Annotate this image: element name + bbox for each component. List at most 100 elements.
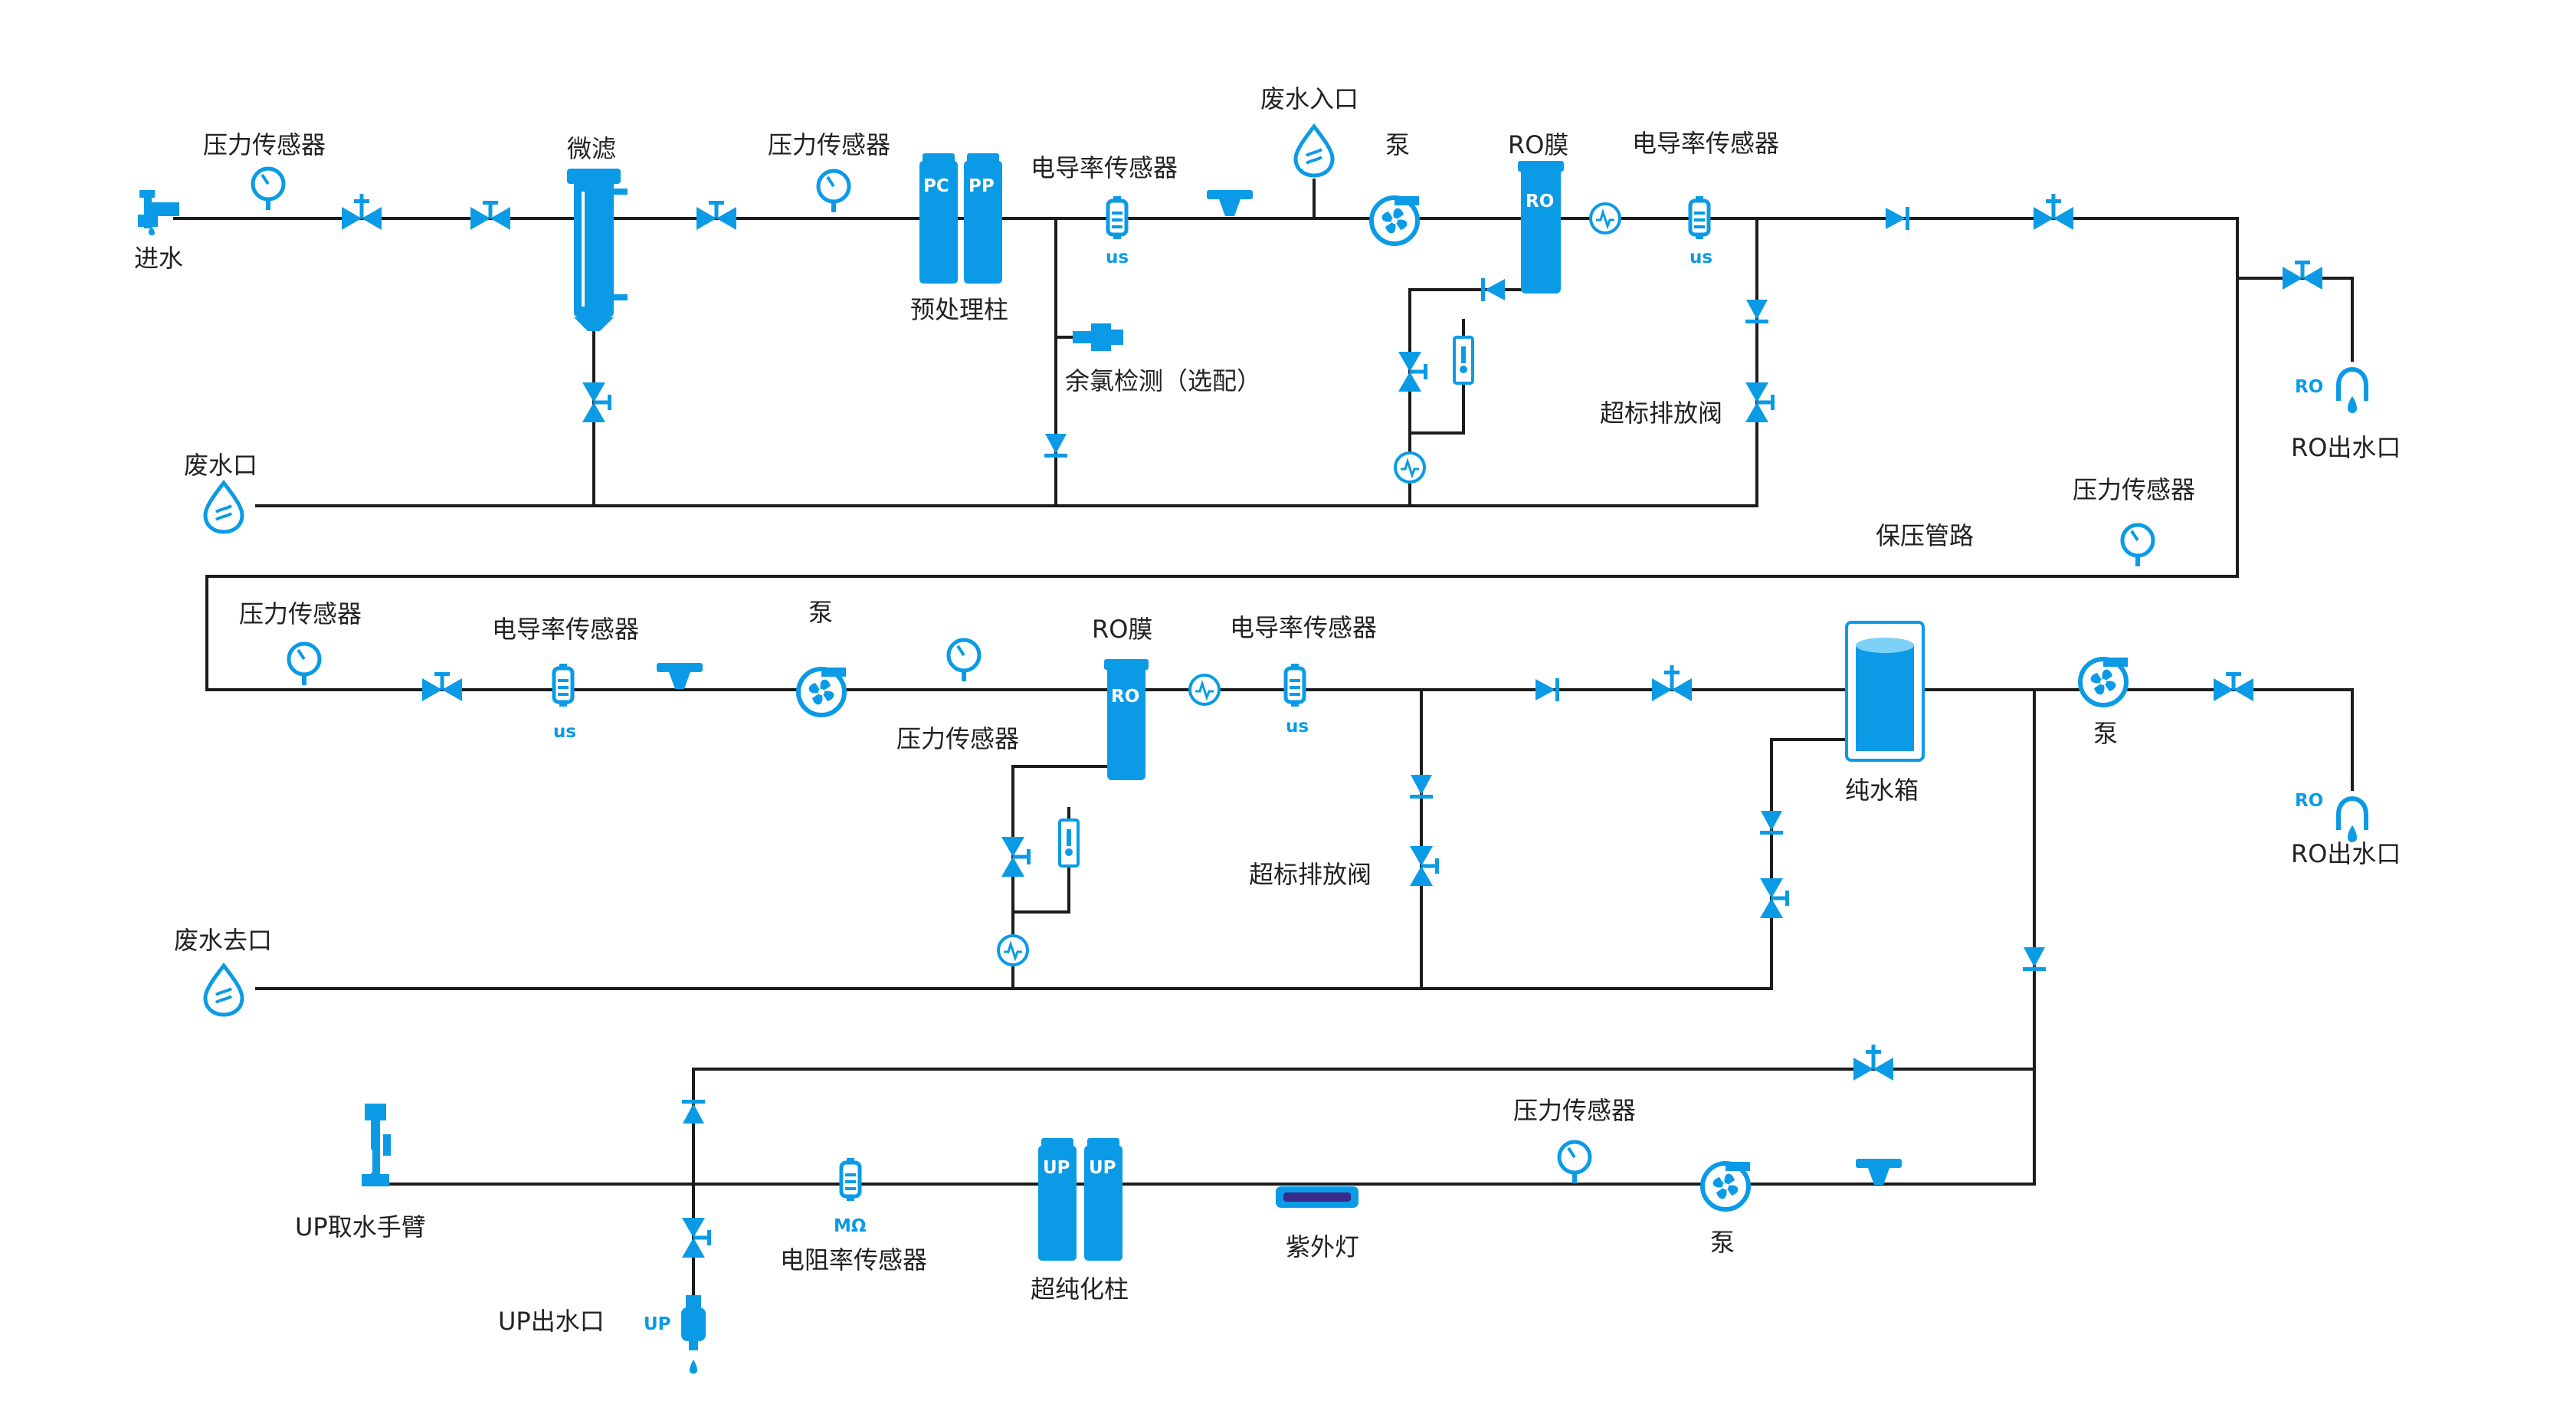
conductivity-sensor-label: 电导率传感器 [492,615,639,644]
solenoid-valve-icon[interactable] [1652,665,1692,701]
conductivity-sensor-label: 电导率传感器 [1031,153,1178,182]
up-arm-label: UP取水手臂 [295,1212,426,1242]
manual-valve-icon[interactable] [2214,672,2253,701]
uv-lamp-label: 紫外灯 [1286,1232,1359,1261]
conductivity-sensor-icon[interactable] [1286,664,1304,707]
pressure-gauge-icon[interactable] [2122,525,2153,566]
pressure-gauge-icon[interactable] [949,640,979,681]
pump-icon[interactable] [1372,196,1419,244]
pressure-gauge-icon[interactable] [818,171,849,212]
check-valve-icon[interactable] [1481,278,1505,301]
pump-icon[interactable] [2080,658,2128,705]
ro-tag: RO [2295,377,2323,397]
pressure-gauge-icon[interactable] [1559,1142,1590,1183]
conductivity-sensor-icon[interactable] [554,664,572,707]
ultrapure-column-icon[interactable]: UP UP [1038,1138,1122,1261]
ro-tag: RO [1526,192,1554,212]
flow-sensor-icon[interactable] [997,934,1029,966]
pipes [173,179,2354,1297]
pump-label: 泵 [2093,719,2118,748]
up-tag: UP [644,1314,671,1334]
pump-icon[interactable] [798,668,846,715]
conductivity-sensor-icon[interactable] [1690,196,1709,239]
check-valve-icon[interactable] [1410,775,1433,799]
solenoid-valve-icon[interactable] [1853,1045,1893,1081]
waste-inlet-label: 废水入口 [1260,84,1358,113]
strainer-icon[interactable] [1207,190,1253,216]
chlorine-detect-label: 余氯检测（选配） [1065,366,1261,395]
ro-membrane-label: RO膜 [1092,615,1152,644]
check-valve-icon[interactable] [1535,678,1559,701]
pressure-gauge-icon[interactable] [289,644,320,685]
rotameter-icon[interactable] [1058,818,1080,868]
microfilter-label: 微滤 [567,134,616,163]
drain-valve-icon[interactable] [582,382,611,422]
chlorine-probe-icon[interactable] [1073,323,1123,351]
us-tag: us [1689,248,1712,267]
up-outlet-label: UP出水口 [498,1307,605,1336]
over-limit-valve-icon[interactable] [1745,382,1775,422]
waste-out-drop-icon [205,966,242,1015]
check-valve-icon[interactable] [682,1100,705,1124]
ro-tag: RO [2295,791,2323,811]
solenoid-valve-icon[interactable] [342,194,382,230]
over-limit-valve-icon[interactable] [1410,846,1439,886]
manual-valve-icon[interactable] [1760,878,1789,918]
waste-inlet-drop-icon [1296,126,1332,176]
uv-lamp-icon[interactable] [1276,1186,1358,1208]
mohm-tag: MΩ [834,1216,866,1236]
up-arm-icon[interactable] [362,1104,391,1186]
flow-sensor-icon[interactable] [1188,674,1221,706]
pure-tank-label: 纯水箱 [1845,776,1919,805]
conductivity-sensor-label: 电导率传感器 [1230,613,1377,642]
flow-sensor-icon[interactable] [1589,202,1621,235]
pressure-sensor-label: 压力传感器 [203,130,326,159]
microfilter-icon[interactable] [567,169,628,331]
us-tag: us [1286,717,1309,736]
check-valve-icon[interactable] [2023,947,2046,971]
strainer-icon[interactable] [657,663,703,689]
ro-outlet-label: RO出水口 [2291,839,2401,868]
check-valve-icon[interactable] [1745,300,1768,323]
waste-port-label: 废水口 [184,451,257,480]
ro-tag: RO [1111,687,1139,707]
manual-valve-icon[interactable] [682,1218,711,1258]
manual-valve-icon[interactable] [470,201,510,230]
ro-outlet-faucet-icon[interactable] [2338,799,2366,842]
pressure-sensor-label: 压力传感器 [768,130,890,159]
ro-outlet-label: RO出水口 [2291,433,2401,462]
conductivity-sensor-icon[interactable] [1108,196,1126,239]
up-outlet-icon[interactable] [681,1295,706,1374]
pressure-sensor-label: 压力传感器 [239,599,362,628]
pump-icon[interactable] [1703,1162,1750,1209]
resistivity-sensor-icon[interactable] [841,1158,860,1201]
manual-valve-icon[interactable] [422,672,462,701]
over-limit-valve-label: 超标排放阀 [1249,860,1372,889]
ro-membrane-icon[interactable]: RO [1104,659,1149,780]
strainer-icon[interactable] [1856,1159,1902,1185]
pc-tag: PC [923,176,949,196]
flow-sensor-icon[interactable] [1394,451,1426,484]
pretreatment-column-icon[interactable]: PC PP [919,153,1002,284]
solenoid-valve-icon[interactable] [2034,194,2073,230]
pressure-sensor-label: 压力传感器 [896,724,1019,753]
manual-valve-icon[interactable] [696,201,736,230]
check-valve-icon[interactable] [1760,811,1783,835]
manual-valve-icon[interactable] [1398,352,1427,392]
pure-water-tank-icon[interactable] [1845,621,1925,762]
ro-outlet-faucet-icon[interactable] [2338,369,2366,413]
rotameter-icon[interactable] [1453,336,1474,385]
waste-out-label: 废水去口 [174,926,272,955]
manual-valve-icon[interactable] [2283,261,2322,290]
check-valve-icon[interactable] [1886,207,1909,230]
pressure-gauge-icon[interactable] [253,169,283,210]
manual-valve-icon[interactable] [1001,837,1031,877]
ro-membrane-icon[interactable]: RO [1518,161,1564,294]
pump-label: 泵 [808,598,833,627]
pressure-pipe-label: 保压管路 [1876,521,1974,550]
up-tag: UP [1043,1158,1070,1178]
inlet-label: 进水 [134,244,183,273]
waste-port-drop-icon [205,483,242,532]
drain-valve-icon[interactable] [1044,434,1067,458]
